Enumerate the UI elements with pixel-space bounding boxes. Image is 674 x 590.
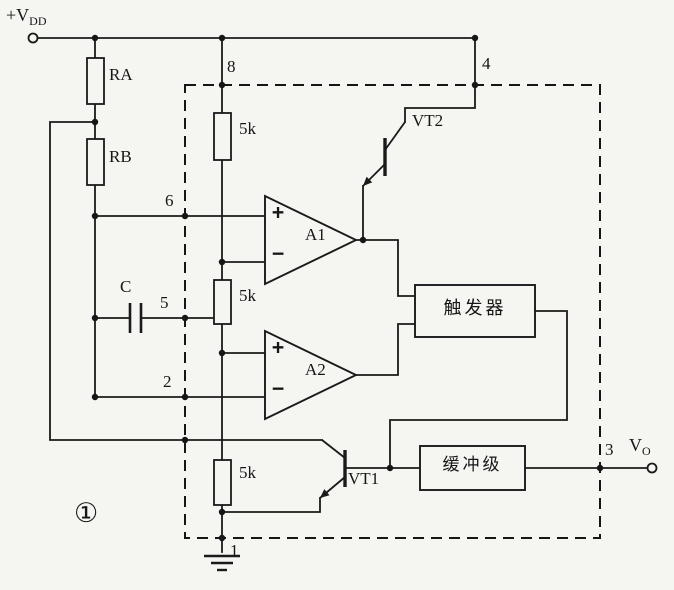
transistor-vt1-label: VT1 [348,469,380,488]
a2-output-wire [355,323,416,376]
vt1-collector-lead [321,439,346,459]
output-voltage-main: V [629,435,642,455]
resistors [86,57,232,506]
pin-8-label: 8 [227,57,236,76]
vdd-label: +VDD [6,6,47,27]
pin-5-label: 5 [160,293,169,312]
flipflop-output-wire [344,310,568,469]
function-blocks [414,284,536,491]
a1-minus-sign: − [272,241,285,265]
pin4-wire [404,37,476,123]
vt1-emitter-arrow [320,489,330,498]
comparator-a1-triangle [264,194,359,286]
output-terminal [646,462,658,474]
a2-minus-sign: − [272,376,285,400]
vdd-terminal [27,32,39,44]
transistor-vt1 [319,439,347,499]
transistor-vt2-label: VT2 [412,111,444,130]
resistor-5k3-label: 5k [239,463,256,482]
pin-2-label: 2 [163,372,172,391]
comparator-a1-label: A1 [305,225,326,244]
resistor-5k3-body [213,459,232,506]
figure-number: ① [74,498,99,529]
ground-symbol [204,554,240,572]
pin-1-label: 1 [230,541,239,560]
resistor-rb-label: RB [109,147,132,166]
comparators [264,194,359,421]
output-voltage-label: VO [629,436,651,457]
terminals [27,32,658,474]
resistor-ra-label: RA [109,65,133,84]
capacitor-c-label: C [120,277,132,296]
a1-output-wire [355,239,416,297]
pin-4-label: 4 [482,54,491,73]
resistor-ra-body [86,57,105,105]
vt1-emitter-ground-wire [221,497,321,513]
resistor-5k1-label: 5k [239,119,256,138]
capacitor-c [128,303,143,333]
resistor-5k2-label: 5k [239,286,256,305]
resistor-5k2-body [213,279,232,325]
pin-6-label: 6 [165,191,174,210]
output-voltage-sub: O [642,444,651,458]
flipflop-label: 触发器 [443,298,507,318]
resistor-rb-body [86,138,105,186]
a2-plus-sign: + [272,335,285,359]
flipflop-box [414,284,536,338]
buffer-box [419,445,526,491]
vt2-emitter-arrow [363,176,373,186]
transistor-vt2 [362,121,406,187]
comparator-a2-triangle [264,329,359,421]
pin-3-label: 3 [605,440,614,459]
vt2-collector-lead [384,121,406,151]
a1-plus-sign: + [272,200,285,224]
vdd-label-main: +V [6,5,30,25]
resistor-5k1-body [213,112,232,161]
junction-dots [91,34,604,542]
comparator-a2-label: A2 [305,360,326,379]
ic-boundary-dashed [184,84,601,539]
buffer-label: 缓冲级 [442,455,503,474]
vdd-label-sub: DD [29,14,47,28]
